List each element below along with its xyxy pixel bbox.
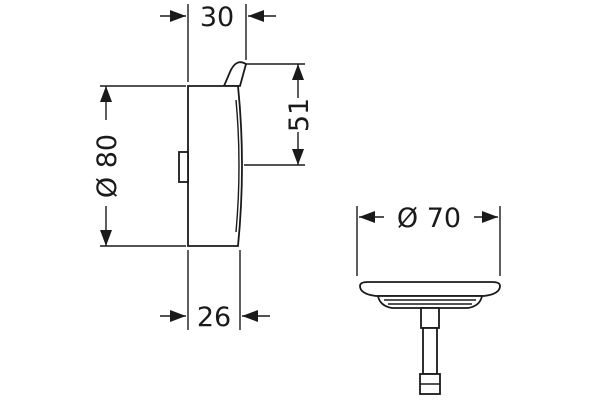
handle-extension-lines: [100, 4, 305, 330]
dimension-diameter-plug: Ø 70: [359, 203, 498, 234]
handle-side-button: [178, 151, 189, 183]
plug-stem-lower: [422, 327, 438, 375]
dimension-diameter-plug-label: Ø 70: [397, 203, 461, 234]
dimension-diameter-left: Ø 80: [92, 86, 123, 246]
plug-stem-upper: [420, 307, 440, 329]
dimension-diameter-left-label: Ø 80: [92, 134, 123, 198]
plug-seal: [376, 295, 484, 309]
drain-plug: [359, 281, 501, 395]
handle-body-inner-line: [235, 99, 240, 233]
dimension-width-bottom: 26: [160, 302, 270, 333]
plug-extension-lines: [356, 206, 501, 276]
dimension-height-right-label: 51: [284, 98, 315, 132]
dimension-width-bottom-label: 26: [197, 302, 231, 333]
handle-side-view: [178, 61, 248, 247]
handle-lever: [222, 61, 248, 87]
handle-body: [187, 85, 243, 247]
dimension-width-top: 30: [160, 2, 276, 33]
plug-cap: [359, 281, 501, 297]
dimension-width-top-label: 30: [200, 2, 234, 33]
dimension-height-right: 51: [284, 64, 315, 165]
